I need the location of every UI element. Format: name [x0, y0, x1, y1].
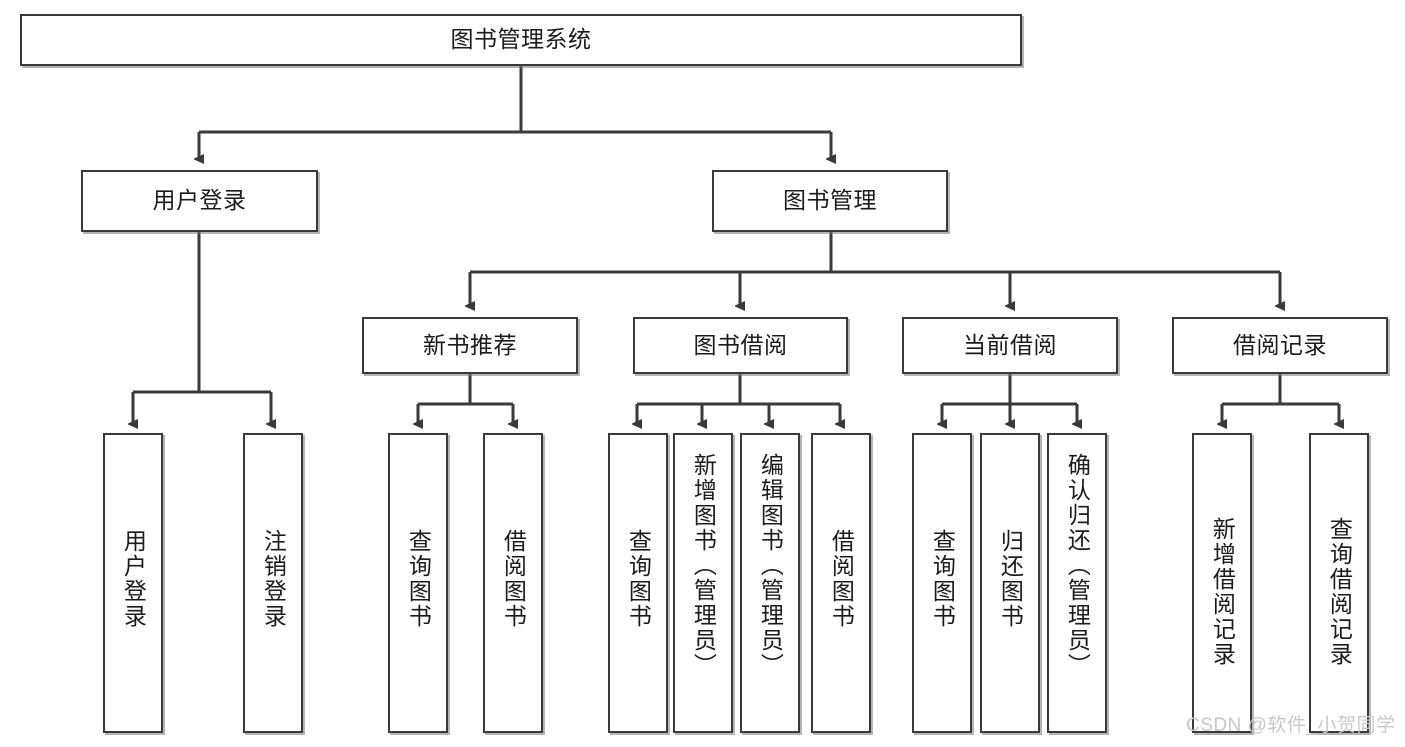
leaf-user-login-login[interactable]: 用户登录 [103, 433, 163, 733]
leaf-current-return-book[interactable]: 归还图书 [980, 433, 1040, 733]
node-new-book-recommendation[interactable]: 新书推荐 [362, 317, 578, 374]
node-label: 借阅图书 [828, 529, 855, 629]
node-label: 图书管理系统 [450, 26, 592, 53]
node-label: 用户登录 [152, 187, 247, 214]
node-label: 查询图书 [625, 529, 652, 629]
leaf-records-query-record[interactable]: 查询借阅记录 [1309, 433, 1369, 733]
node-label: 图书借阅 [693, 331, 788, 358]
node-label: 新增借阅记录 [1209, 517, 1236, 667]
node-label: 借阅记录 [1233, 331, 1327, 358]
node-label: 注销登录 [260, 529, 287, 629]
node-label: 编辑图书（管理员） [757, 453, 784, 678]
leaf-current-confirm-return-admin[interactable]: 确认归还（管理员） [1047, 433, 1107, 733]
node-book-management[interactable]: 图书管理 [712, 170, 948, 232]
node-label: 当前借阅 [963, 331, 1057, 358]
node-label: 图书管理 [783, 187, 877, 214]
node-label: 新书推荐 [423, 331, 517, 358]
node-label: 确认归还（管理员） [1064, 453, 1091, 678]
leaf-borrow-add-book-admin[interactable]: 新增图书（管理员） [673, 433, 733, 733]
leaf-new-book-query[interactable]: 查询图书 [388, 433, 448, 733]
node-root-system[interactable]: 图书管理系统 [20, 14, 1022, 66]
node-label: 归还图书 [997, 529, 1024, 629]
node-current-borrowing[interactable]: 当前借阅 [902, 317, 1118, 374]
leaf-records-add-record[interactable]: 新增借阅记录 [1192, 433, 1252, 733]
node-book-borrowing[interactable]: 图书借阅 [633, 317, 848, 374]
node-label: 新增图书（管理员） [690, 453, 717, 678]
leaf-user-login-logout[interactable]: 注销登录 [243, 433, 303, 733]
node-user-login[interactable]: 用户登录 [81, 170, 318, 232]
leaf-borrow-edit-book-admin[interactable]: 编辑图书（管理员） [740, 433, 800, 733]
node-borrow-records[interactable]: 借阅记录 [1172, 317, 1388, 374]
node-label: 查询图书 [405, 529, 432, 629]
leaf-new-book-borrow[interactable]: 借阅图书 [483, 433, 543, 733]
node-label: 查询借阅记录 [1326, 517, 1353, 667]
node-label: 借阅图书 [500, 529, 527, 629]
watermark-text: CSDN @软件_小贺同学 [1186, 715, 1396, 736]
node-label: 查询图书 [929, 529, 956, 629]
leaf-current-query-book[interactable]: 查询图书 [912, 433, 972, 733]
leaf-borrow-borrow-book[interactable]: 借阅图书 [811, 433, 871, 733]
node-label: 用户登录 [120, 529, 147, 629]
leaf-borrow-query-book[interactable]: 查询图书 [608, 433, 668, 733]
